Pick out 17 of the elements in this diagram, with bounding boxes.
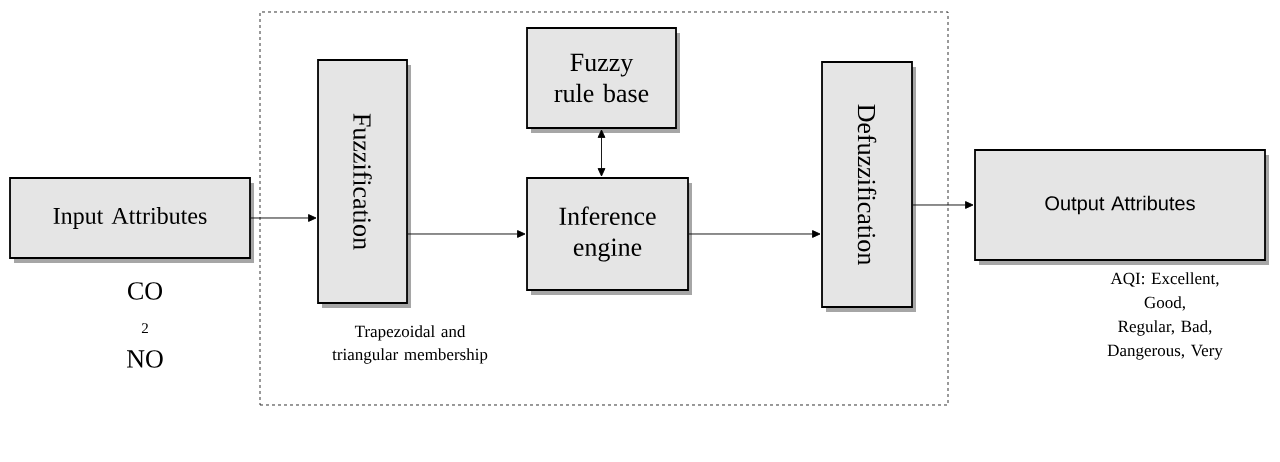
process-box: Inference engine (526, 177, 692, 295)
arrow (912, 201, 974, 209)
output-box: Output Attributes (974, 149, 1269, 265)
process-box: Fuzzification (317, 59, 411, 308)
input-box: Input Attributes (9, 177, 254, 263)
dashed-boundary-box (259, 11, 949, 406)
arrow (597, 129, 606, 177)
annotation-text: AQI: Excellent, Good, Regular, Bad, Dangerous, Very (1107, 272, 1223, 360)
arrow (688, 230, 821, 238)
annotation-text: NO (127, 350, 163, 368)
arrow (407, 230, 526, 238)
process-box: Fuzzy rule base (526, 27, 680, 133)
annotation-text: Trapezoidal and triangular membership (332, 325, 488, 364)
subscript-number: 2 (141, 323, 148, 334)
annotation-text: CO (128, 282, 162, 300)
process-box: Defuzzification (821, 61, 916, 312)
arrow (250, 214, 317, 222)
